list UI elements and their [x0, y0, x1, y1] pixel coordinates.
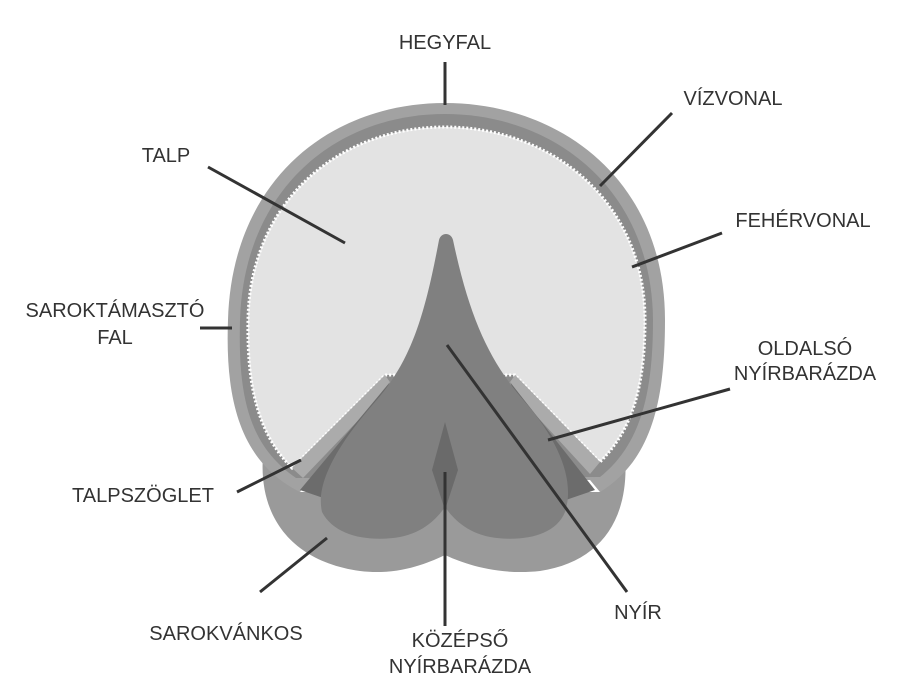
label-saroktamaszto-2: FAL [97, 327, 133, 349]
leader-talp [207, 165, 346, 245]
central-groove [432, 422, 458, 510]
frog [320, 234, 569, 539]
leader-nyir [445, 344, 629, 593]
leader-vizvonal [598, 111, 674, 188]
label-oldalso-2: NYÍRBARÁZDA [734, 362, 877, 385]
label-kozepso-1: KÖZÉPSŐ [412, 629, 509, 652]
leader-sarokvankos [259, 536, 328, 594]
label-hegyfal: HEGYFAL [399, 32, 491, 54]
bar-right [508, 375, 600, 474]
label-saroktamaszto-1: SAROKTÁMASZTÓ [26, 299, 205, 322]
leader-oldalso [547, 387, 731, 442]
label-talp: TALP [142, 145, 191, 167]
leader-talpszoglet [236, 458, 302, 494]
label-vizvonal: VÍZVONAL [684, 87, 783, 110]
label-kozepso-2: NYÍRBARÁZDA [389, 655, 532, 678]
leader-fehervonal [631, 231, 723, 269]
label-sarokvankos: SAROKVÁNKOS [149, 622, 302, 645]
label-talpszoglet: TALPSZÖGLET [72, 485, 214, 507]
label-oldalso-1: OLDALSÓ [758, 337, 852, 360]
label-feherv: FEHÉRVONAL [735, 209, 870, 232]
label-nyir: NYÍR [614, 601, 662, 624]
bar-left [292, 375, 392, 478]
